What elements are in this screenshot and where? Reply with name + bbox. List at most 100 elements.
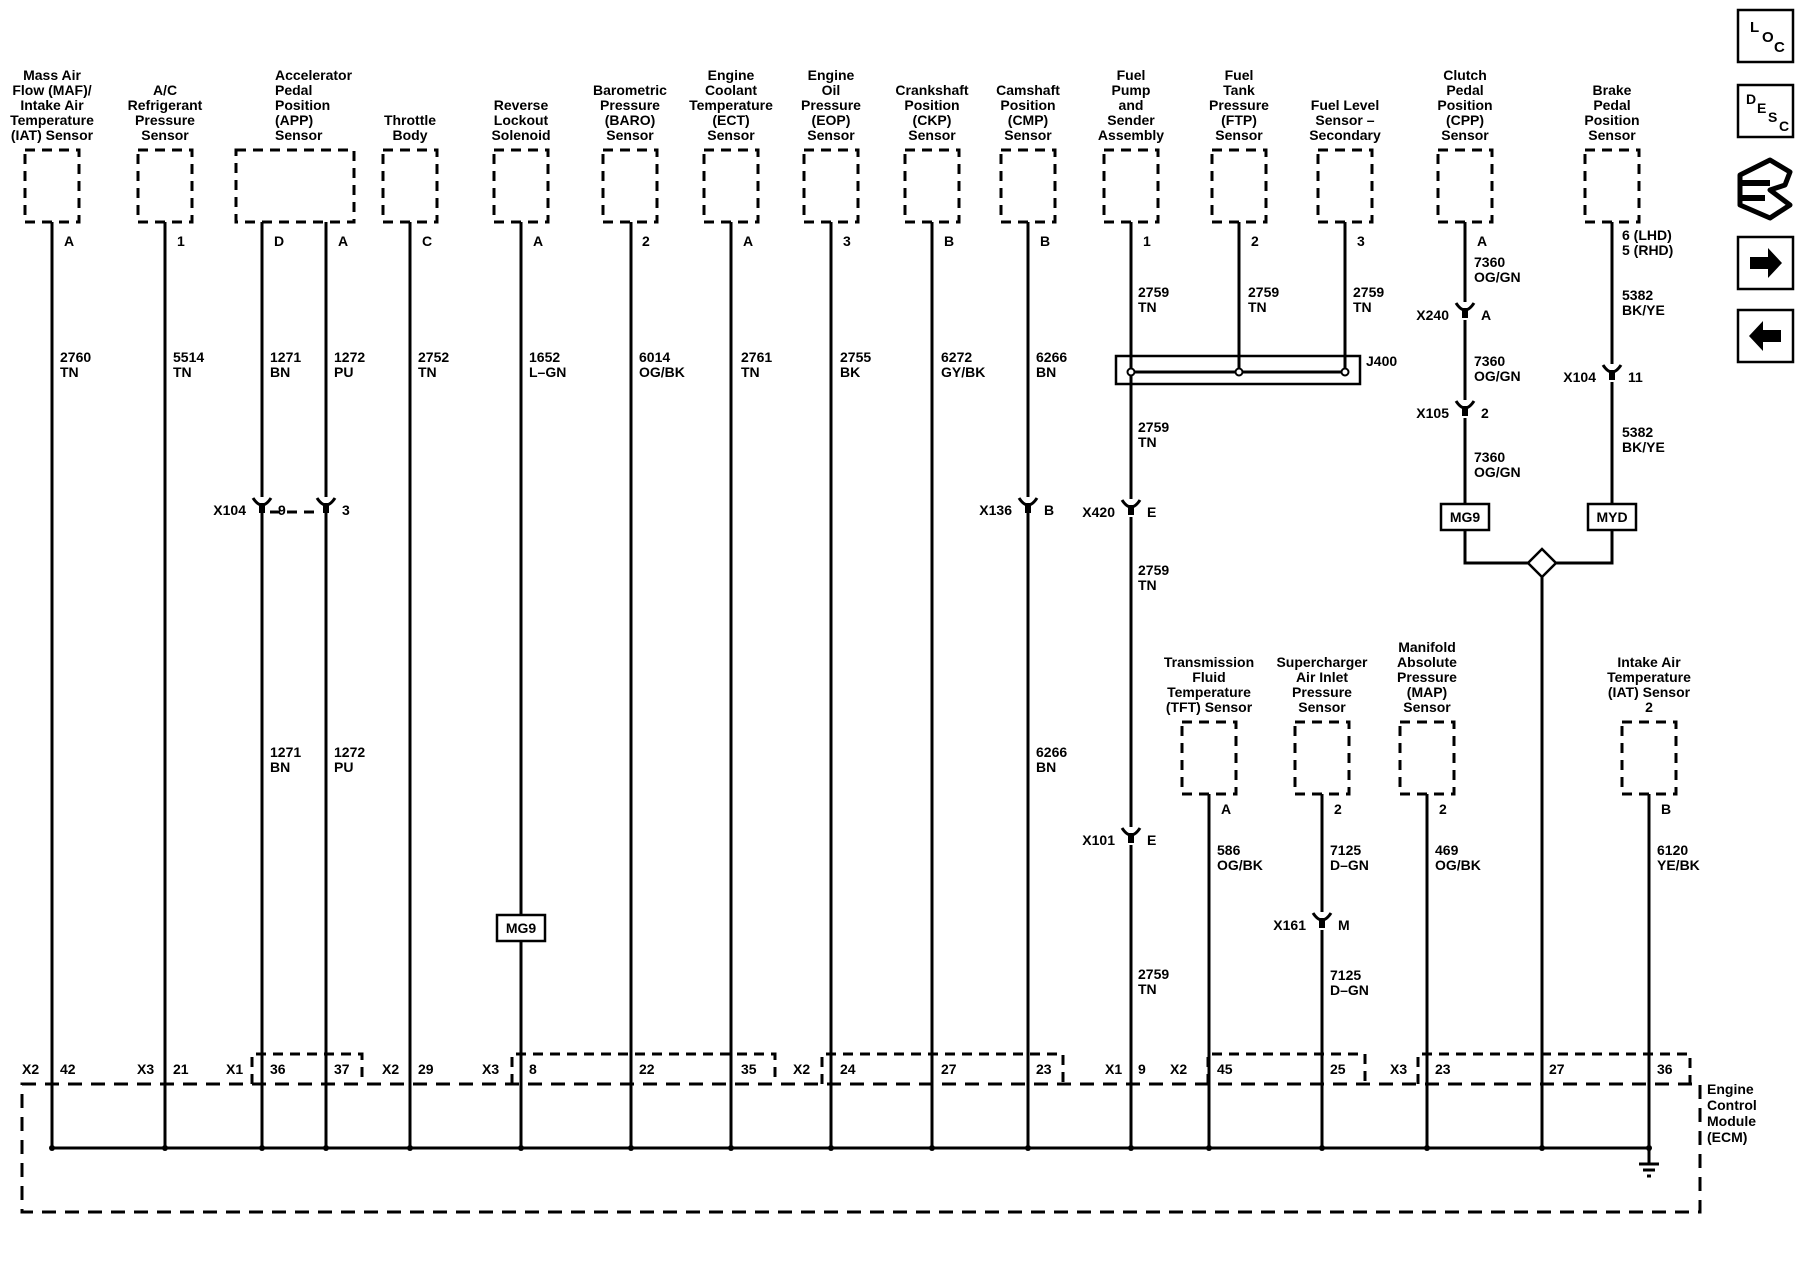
tb-label-line: Body [393, 127, 428, 143]
wire-circuit-number: 6014 [639, 349, 670, 365]
eop-component-box [802, 148, 860, 224]
wire-circuit-number: 2752 [418, 349, 449, 365]
bus-junction [162, 1145, 168, 1151]
maf-label-line: Intake Air [20, 97, 84, 113]
wire-color: OG/BK [639, 364, 685, 380]
ckp-pin-label: B [944, 233, 954, 249]
baro-label-line: Barometric [593, 82, 667, 98]
sc-label-line: Air Inlet [1296, 669, 1348, 685]
map-label-line: Manifold [1398, 639, 1456, 655]
wire-circuit-number: 2759 [1138, 284, 1169, 300]
ecm-connector-label: X1 [226, 1061, 243, 1077]
bus-junction [323, 1145, 329, 1151]
map-label-line: Absolute [1397, 654, 1457, 670]
loc-button-frame[interactable] [1736, 8, 1795, 64]
splice-point [1340, 367, 1350, 377]
splice-frame [1114, 354, 1362, 386]
cmp-label-line: Position [1000, 97, 1055, 113]
cpp-label-line: Sensor [1441, 127, 1489, 143]
ecm-connector-label: X3 [482, 1061, 499, 1077]
connector-male-symbol [259, 503, 265, 513]
next-page-button[interactable] [1736, 235, 1795, 291]
maf-component-box [23, 148, 81, 224]
bus-junction [49, 1145, 55, 1151]
loc-letter: C [1774, 39, 1785, 56]
connector-pin: B [1044, 502, 1054, 518]
ftp-label-line: Pressure [1209, 97, 1269, 113]
wire-circuit-number: 7360 [1474, 449, 1505, 465]
wire-color: OG/BK [1217, 857, 1263, 873]
ftp-label-line: Fuel [1225, 67, 1254, 83]
ecm-connector-label: X2 [793, 1061, 810, 1077]
ecm-connector-label: 27 [941, 1061, 957, 1077]
connector-male-symbol [1462, 406, 1468, 416]
wire-color: TN [173, 364, 192, 380]
cmp-component-box [999, 148, 1057, 224]
fls-component-box [1316, 148, 1374, 224]
ecm-connector-label: 42 [60, 1061, 76, 1077]
ecm-connector-label: 25 [1330, 1061, 1346, 1077]
ecm-connector-label: 36 [1657, 1061, 1673, 1077]
ckp-label-line: (CKP) [913, 112, 952, 128]
tft-label-line: Temperature [1167, 684, 1251, 700]
loc-letter: O [1762, 29, 1774, 46]
iat2-label-line: Intake Air [1617, 654, 1681, 670]
connector-male-symbol [1319, 918, 1325, 928]
ckp-label-line: Sensor [908, 127, 956, 143]
connector-name: X105 [1416, 405, 1449, 421]
wire-circuit-number: 2760 [60, 349, 91, 365]
wire-color: D–GN [1330, 857, 1369, 873]
ecm-label-line: Control [1707, 1097, 1757, 1113]
ac-component-box [136, 148, 194, 224]
tb-label-line: Throttle [384, 112, 436, 128]
arrow-left-icon[interactable] [1749, 321, 1781, 351]
previous-page-button[interactable] [1736, 308, 1795, 364]
app-label-line: Position [275, 97, 330, 113]
ecm-connector-label: 23 [1036, 1061, 1052, 1077]
arrow-right-icon[interactable] [1750, 248, 1782, 278]
fuel-pin-label: 1 [1143, 233, 1151, 249]
wire-circuit-number: 2759 [1353, 284, 1384, 300]
bus-junction [259, 1145, 265, 1151]
wire-color: TN [1138, 299, 1157, 315]
connector-name: X136 [979, 502, 1012, 518]
eop-label-line: Sensor [807, 127, 855, 143]
wire-circuit-number: 1271 [270, 744, 301, 760]
tb-pin-label: C [422, 233, 432, 249]
previous-page-button-frame[interactable] [1736, 308, 1795, 364]
wire-circuit-number: 1271 [270, 349, 301, 365]
bus-junction [1539, 1145, 1545, 1151]
ect-label-line: Engine [708, 67, 755, 83]
wire [1463, 531, 1528, 565]
bus-junction [828, 1145, 834, 1151]
connector-view-icon-shape[interactable] [1737, 157, 1793, 221]
wire-color: OG/BK [1435, 857, 1481, 873]
cpp-label-line: (CPP) [1446, 112, 1484, 128]
bus-junction [628, 1145, 634, 1151]
ckp-label-line: Crankshaft [895, 82, 968, 98]
tft-label-line: Fluid [1192, 669, 1225, 685]
connector-view-icon[interactable] [1737, 157, 1793, 221]
tb-component-box [381, 148, 439, 224]
block-myd: MYD [1586, 502, 1638, 532]
loc-button[interactable]: LOC [1736, 8, 1795, 64]
ftp-label-line: (FTP) [1221, 112, 1257, 128]
maf-label-line: Temperature [10, 112, 94, 128]
desc-button-frame[interactable] [1736, 83, 1795, 139]
ecm-outline [20, 1082, 1702, 1214]
block-label: MG9 [1450, 509, 1481, 525]
fls-pin-label: 3 [1357, 233, 1365, 249]
connector-male-symbol [1128, 833, 1134, 843]
wire-color: PU [334, 364, 353, 380]
wire-color: BN [1036, 759, 1056, 775]
app-pin-label: D [274, 233, 284, 249]
wire-circuit-number: 586 [1217, 842, 1241, 858]
